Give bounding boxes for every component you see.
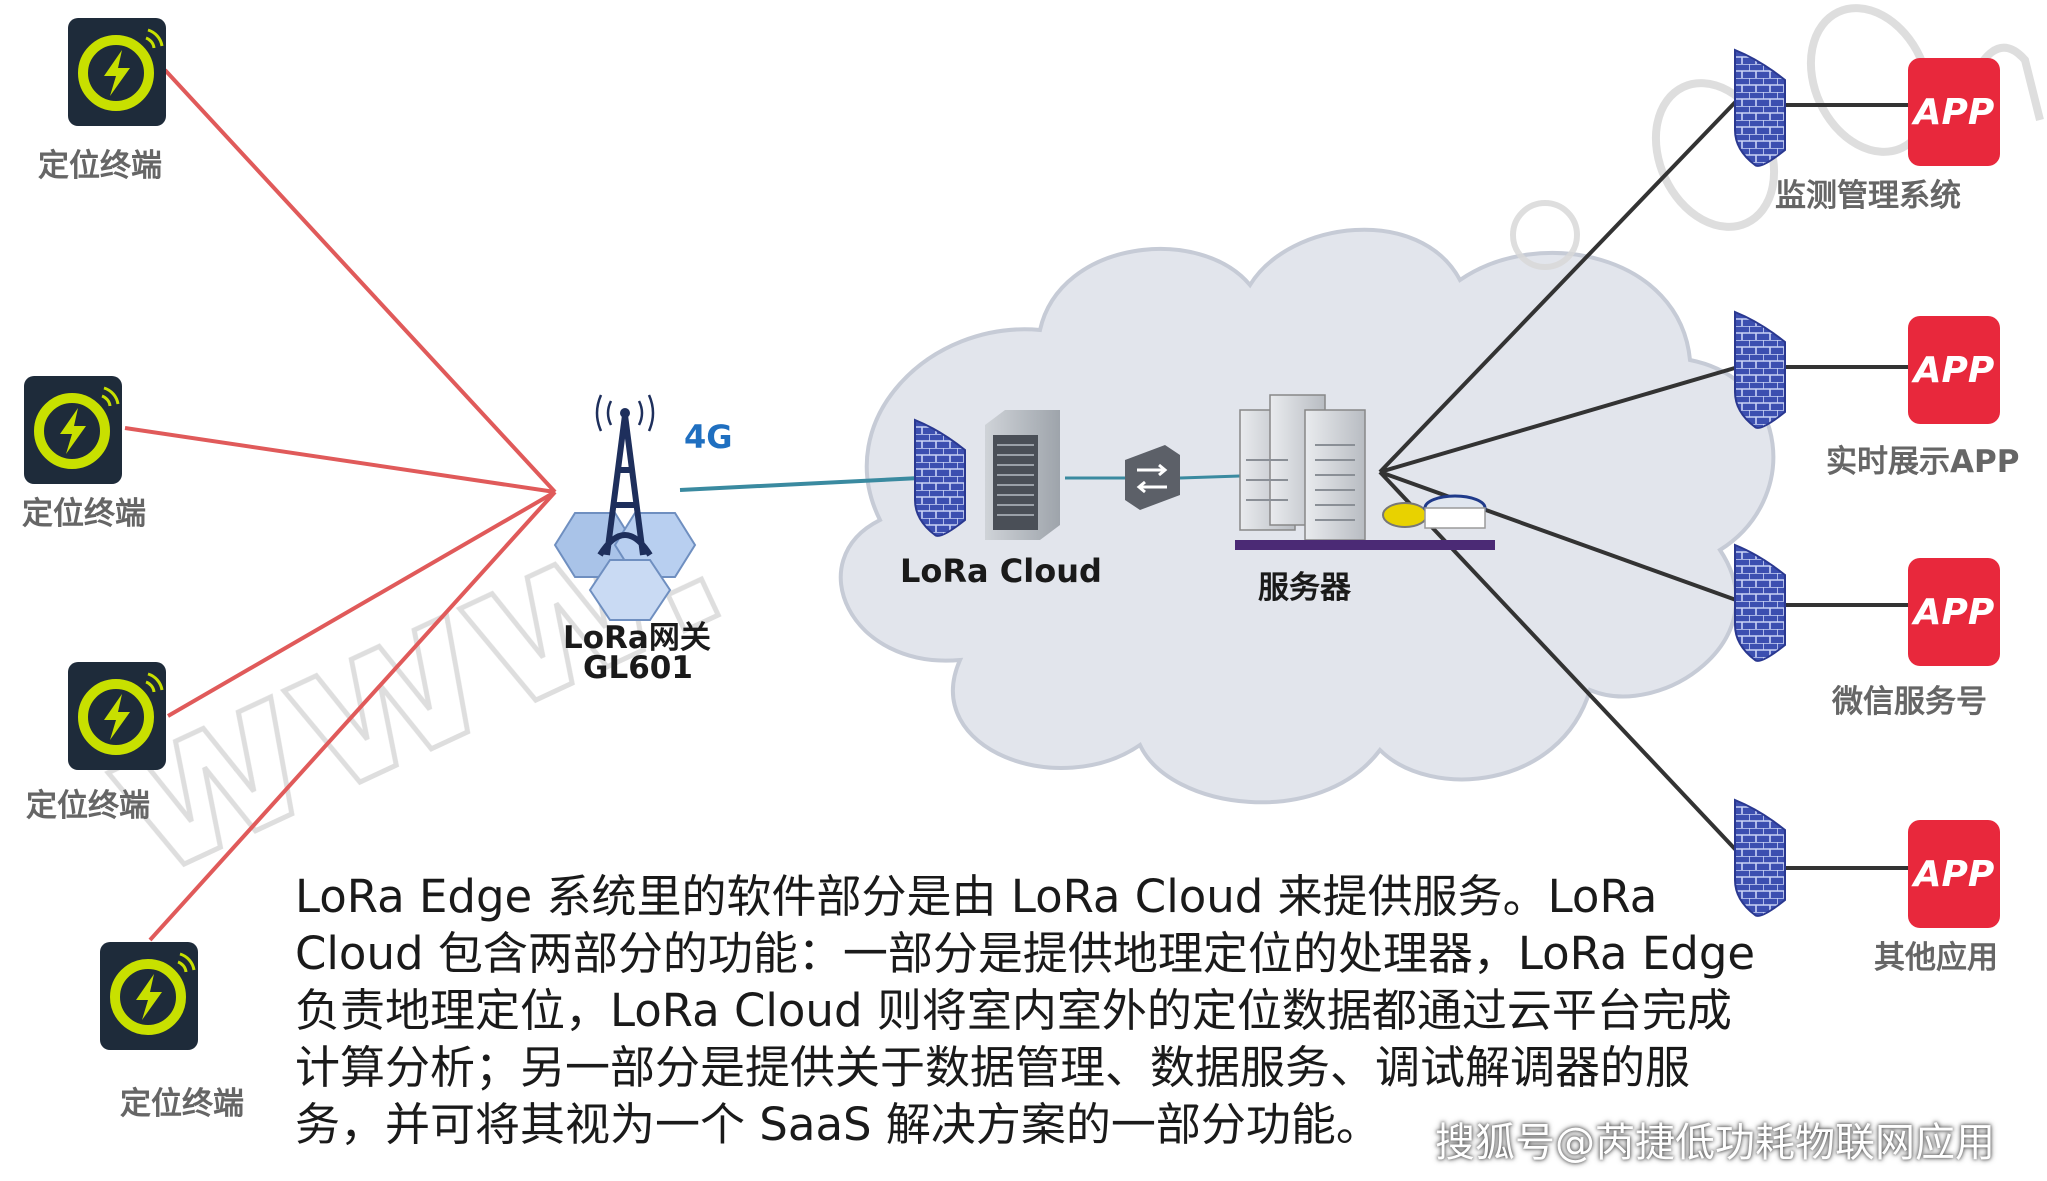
terminal-link-3 xyxy=(166,490,557,718)
app-tile-4: APP xyxy=(1908,820,2000,928)
app-tile-text-4: APP xyxy=(1911,854,1995,895)
source-credit: 搜狐号@芮捷低功耗物联网应用 xyxy=(1435,1120,1995,1166)
app-tile-2: APP xyxy=(1908,316,2000,424)
terminal-label-1: 定位终端 xyxy=(38,148,162,184)
gateway-model: GL601 xyxy=(583,650,693,686)
terminal-label-2: 定位终端 xyxy=(22,496,146,532)
app-tile-text-3: APP xyxy=(1911,592,1995,633)
app-tile-3: APP xyxy=(1908,558,2000,666)
label-4g: 4G xyxy=(684,418,733,456)
app-tile-text-2: APP xyxy=(1911,350,1995,391)
app-firewall-icon-1 xyxy=(1734,48,1786,167)
app-links xyxy=(1378,90,1910,870)
lora-cloud-label: LoRa Cloud xyxy=(900,552,1102,590)
terminal-label-3: 定位终端 xyxy=(26,788,150,824)
app-label-4: 其他应用 xyxy=(1874,940,1998,976)
app-tile-text-1: APP xyxy=(1911,92,1995,133)
terminal-link-2 xyxy=(124,426,556,494)
gateway-name: LoRa网关 xyxy=(563,620,711,656)
cloud-internal-links xyxy=(1065,474,1241,480)
switch-icon xyxy=(1125,445,1180,510)
server-label: 服务器 xyxy=(1258,570,1351,606)
app-label-2: 实时展示APP xyxy=(1826,444,2020,480)
app-firewall-icon-2 xyxy=(1734,310,1786,429)
terminal-link-1 xyxy=(163,68,557,494)
terminal-icon-3 xyxy=(68,662,166,770)
terminal-label-4: 定位终端 xyxy=(120,1086,244,1122)
cloud-firewall-icon xyxy=(914,418,966,537)
lora-cloud-server-icon xyxy=(985,410,1060,540)
terminal-icon-1 xyxy=(68,18,166,126)
gateway-tower-icon xyxy=(553,394,697,621)
app-firewall-icon-4 xyxy=(1734,798,1786,917)
description-text: LoRa Edge 系统里的软件部分是由 LoRa Cloud 来提供服务。Lo… xyxy=(295,870,1756,1151)
uplink-4g xyxy=(679,476,921,492)
server-cluster-icon xyxy=(1235,394,1495,550)
app-tile-1: APP xyxy=(1908,58,2000,166)
terminal-icon-2 xyxy=(24,376,122,484)
app-label-3: 微信服务号 xyxy=(1832,684,1987,720)
app-label-1: 监测管理系统 xyxy=(1775,178,1961,214)
terminal-icon-4 xyxy=(100,942,198,1050)
terminal-link-4 xyxy=(148,490,557,942)
terminal-links xyxy=(124,68,557,942)
app-firewall-icon-3 xyxy=(1734,543,1786,662)
